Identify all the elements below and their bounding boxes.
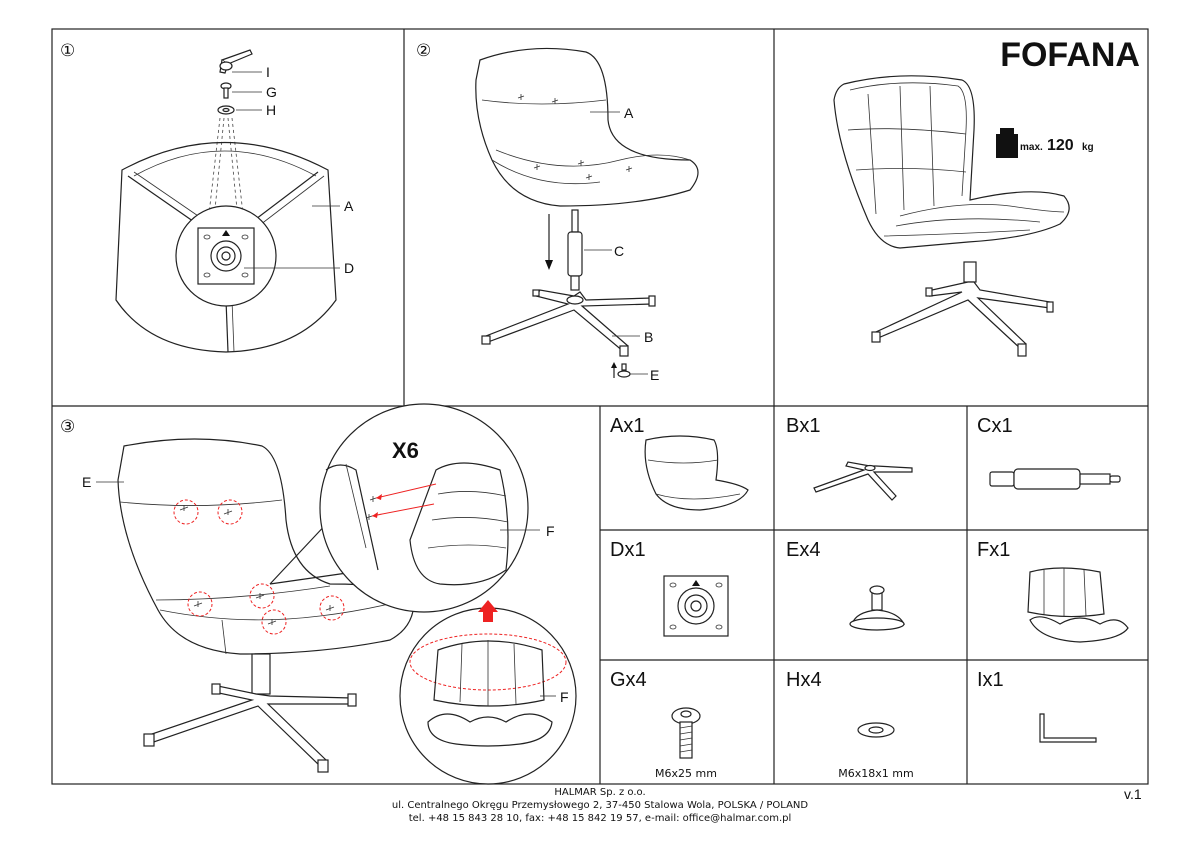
- step-2-number: ②: [416, 41, 431, 60]
- part-cell-h: Hx4 M6x18x1 mm: [786, 669, 914, 780]
- footer-contact: tel. +48 15 843 28 10, fax: +48 15 842 1…: [408, 813, 792, 824]
- step-3-panel: ③ E: [60, 403, 577, 785]
- gas-lift-drawing: [567, 209, 583, 291]
- x6-label: X6: [392, 438, 419, 463]
- part-label-i: Ix1: [977, 669, 1004, 691]
- washer-icon: [217, 105, 235, 115]
- product-title: FOFANA: [1000, 36, 1140, 74]
- seat-underside-drawing: [115, 142, 337, 353]
- label-d: D: [344, 260, 354, 276]
- label-g: G: [266, 84, 277, 100]
- glide-icon: [611, 362, 631, 378]
- product-panel: FOFANA max. 120 kg: [833, 36, 1140, 357]
- step-3-number: ③: [60, 417, 75, 436]
- part-label-h: Hx4: [786, 669, 822, 691]
- step-2-panel: ② A C: [416, 41, 699, 383]
- star-base-drawing: [481, 289, 656, 357]
- part-cell-g: Gx4 M6x25 mm: [610, 669, 717, 780]
- label-f-top: F: [546, 523, 555, 539]
- label-c: C: [614, 243, 624, 259]
- max-load-value: 120: [1047, 137, 1074, 154]
- version-label: v.1: [1124, 786, 1142, 802]
- parts-table: Ax1 Bx1 Cx1 Dx1: [610, 415, 1129, 780]
- cushion-detail: [399, 600, 577, 785]
- max-load-unit: kg: [1082, 142, 1094, 153]
- label-h: H: [266, 102, 276, 118]
- footer-address: ul. Centralnego Okręgu Przemysłowego 2, …: [391, 800, 809, 811]
- part-label-g: Gx4: [610, 669, 647, 691]
- zoom-callout: X6: [269, 403, 540, 613]
- down-arrow-icon: [545, 214, 553, 270]
- step-1-number: ①: [60, 41, 75, 60]
- label-b: B: [644, 329, 653, 345]
- part-cell-b: Bx1: [786, 415, 913, 501]
- part-label-a: Ax1: [610, 415, 644, 437]
- part-cell-f: Fx1: [977, 539, 1129, 643]
- part-cell-e: Ex4: [786, 539, 905, 631]
- footer: HALMAR Sp. z o.o. ul. Centralnego Okręgu…: [0, 786, 1200, 825]
- label-a-step2: A: [624, 105, 634, 121]
- part-cell-c: Cx1: [977, 415, 1121, 490]
- part-label-c: Cx1: [977, 415, 1013, 437]
- part-label-e: Ex4: [786, 539, 820, 561]
- part-caption-g: M6x25 mm: [655, 767, 717, 780]
- screw-icon: [220, 82, 232, 99]
- part-label-b: Bx1: [786, 415, 820, 437]
- max-load-prefix: max.: [1020, 142, 1043, 153]
- part-caption-h: M6x18x1 mm: [838, 767, 913, 780]
- frame-grid: [51, 28, 1149, 785]
- step-1-panel: ① I G H: [60, 41, 354, 353]
- label-i: I: [266, 64, 270, 80]
- weight-icon: [996, 128, 1018, 158]
- part-cell-a: Ax1: [610, 415, 749, 511]
- allen-key-icon: [219, 49, 253, 74]
- armchair-drawing: [833, 75, 1070, 357]
- chair-shell-drawing: [475, 47, 699, 207]
- part-cell-i: Ix1: [977, 669, 1097, 743]
- label-e-step3: E: [82, 474, 91, 490]
- part-cell-d: Dx1: [610, 539, 729, 637]
- part-label-d: Dx1: [610, 539, 646, 561]
- label-e-step2: E: [650, 367, 659, 383]
- label-f-bottom: F: [560, 689, 569, 705]
- attachment-points: [173, 499, 345, 635]
- part-label-f: Fx1: [977, 539, 1010, 561]
- footer-company: HALMAR Sp. z o.o.: [554, 787, 646, 798]
- label-a-step1: A: [344, 198, 354, 214]
